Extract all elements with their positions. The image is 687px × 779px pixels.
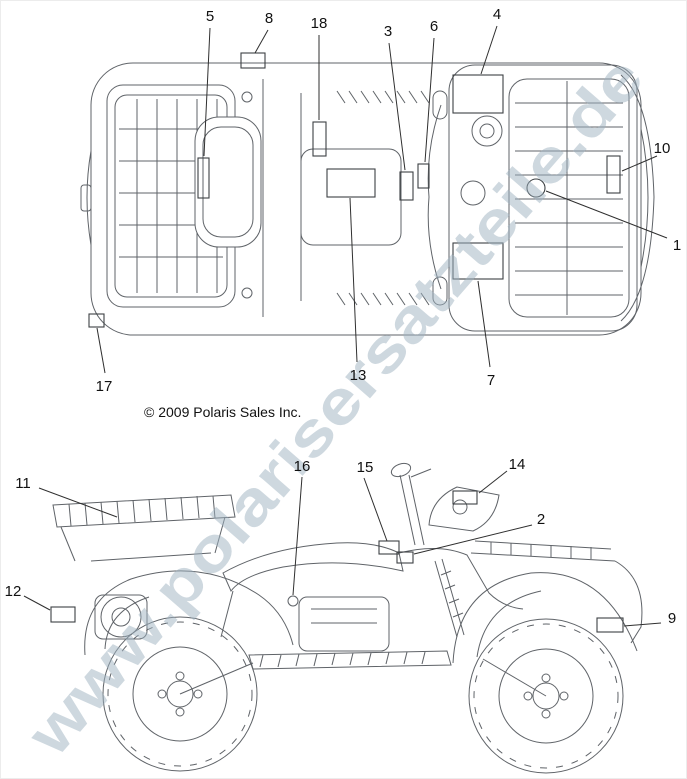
running-board <box>248 650 452 670</box>
callout-13: 13 <box>350 367 367 384</box>
decal-8-box <box>240 52 266 69</box>
winch-housing <box>94 594 148 640</box>
decal-3-box <box>399 171 414 201</box>
callout-3: 3 <box>384 23 392 40</box>
headlight-pod <box>428 486 500 532</box>
center-console <box>300 148 402 246</box>
decal-4-box <box>452 74 504 114</box>
callout-18: 18 <box>311 15 328 32</box>
callout-leader-lines <box>23 25 668 627</box>
decal-1-marker <box>526 178 546 198</box>
rear-fender <box>84 570 294 656</box>
decal-12-box <box>50 606 76 623</box>
front-fender <box>452 572 638 664</box>
decal-13-box <box>326 168 376 198</box>
callout-5: 5 <box>206 8 214 25</box>
decal-10-box <box>606 155 621 194</box>
decal-9-box <box>596 617 624 633</box>
callout-10: 10 <box>654 140 671 157</box>
callout-9: 9 <box>668 610 676 627</box>
decal-5-box <box>197 157 210 199</box>
callout-14: 14 <box>509 456 526 473</box>
front-wheel <box>468 618 624 774</box>
decal-6-box <box>417 163 430 189</box>
callout-labels: 5 8 18 3 6 4 10 1 17 13 7 11 16 15 14 2 … <box>5 6 682 627</box>
callout-16: 16 <box>294 458 311 475</box>
rear-wheel <box>102 616 258 772</box>
callout-2: 2 <box>537 511 545 528</box>
callout-7: 7 <box>487 372 495 389</box>
headlight <box>452 499 468 515</box>
decal-14-box <box>452 490 478 505</box>
handlebar-grip <box>390 462 412 478</box>
front-bumper <box>640 128 649 268</box>
decal-7-box <box>452 242 504 280</box>
decal-15-box <box>378 540 400 555</box>
callout-12: 12 <box>5 583 22 600</box>
callout-11: 11 <box>15 475 31 492</box>
engine-block <box>298 596 390 652</box>
front-bumper-side <box>614 560 643 644</box>
copyright-text: © 2009 Polaris Sales Inc. <box>144 404 301 420</box>
fuel-cap <box>471 115 503 147</box>
watermark-text: www.polarisersatzteile.de <box>14 44 657 769</box>
callout-1: 1 <box>673 237 681 254</box>
callout-15: 15 <box>357 459 374 476</box>
handlebar-top-view <box>427 104 442 290</box>
callout-8: 8 <box>265 10 273 27</box>
callout-6: 6 <box>430 18 438 35</box>
seat-side-view <box>222 542 404 592</box>
callout-17: 17 <box>96 378 113 395</box>
decal-2-box <box>396 551 414 564</box>
atv-top-view-art <box>80 62 655 336</box>
seat-top-view <box>194 116 262 248</box>
decal-18-box <box>312 121 327 157</box>
front-rack <box>448 64 638 332</box>
decal-17-box <box>88 313 105 328</box>
decal-markers <box>50 52 624 633</box>
atv-side-view-art <box>52 462 643 774</box>
rear-bumper <box>86 150 92 246</box>
rear-rack-side <box>52 494 236 528</box>
callout-4: 4 <box>493 6 501 23</box>
